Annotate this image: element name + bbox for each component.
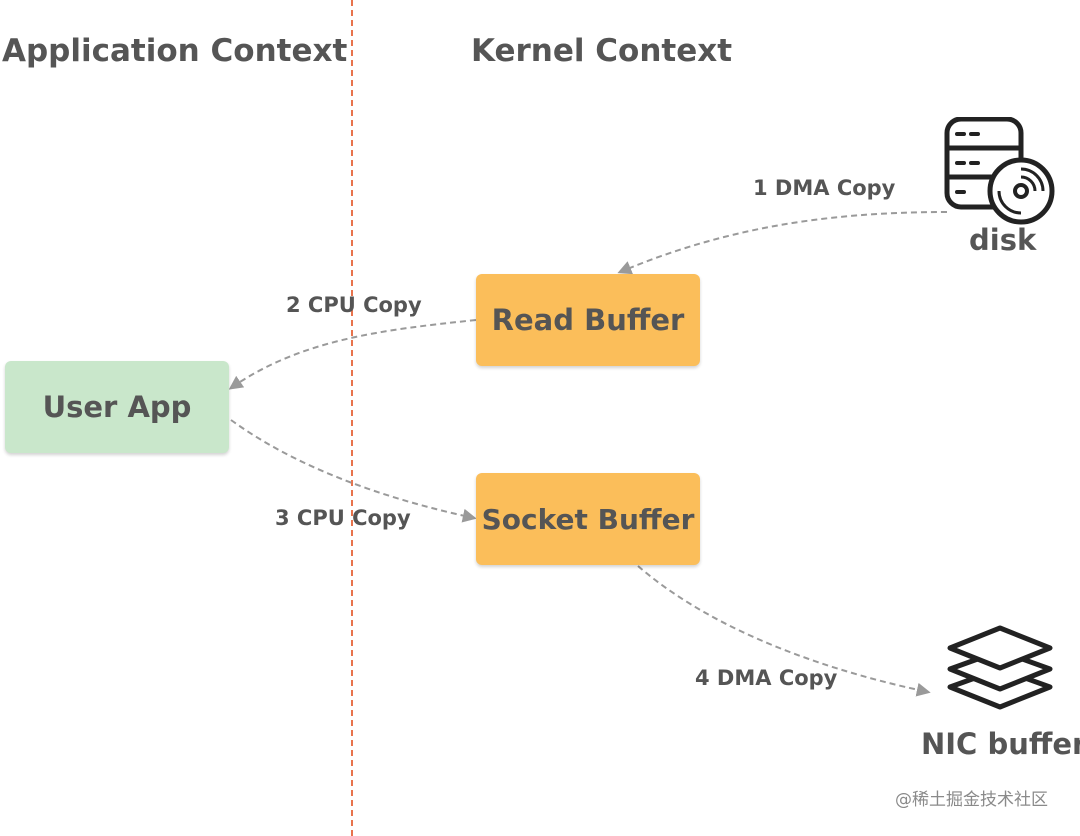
application-context-title: Application Context [2, 33, 348, 69]
arrow-read-buffer-to-user-app [228, 319, 477, 390]
edge-label-dma-copy-1: 1 DMA Copy [753, 176, 896, 200]
read-buffer-box: Read Buffer [476, 274, 700, 366]
kernel-context-title: Kernel Context [471, 33, 733, 69]
watermark: @稀土掘金技术社区 [895, 790, 1048, 810]
arrow-disk-to-read-buffer [617, 211, 948, 275]
arrow-user-app-to-socket-buffer [230, 419, 477, 523]
disk-label: disk [969, 223, 1037, 257]
context-divider [351, 0, 353, 836]
read-buffer-label: Read Buffer [491, 303, 685, 337]
arrow-socket-buffer-to-nic [637, 565, 931, 697]
socket-buffer-box: Socket Buffer [476, 473, 700, 565]
socket-buffer-label: Socket Buffer [481, 502, 695, 536]
edge-label-cpu-copy-2: 2 CPU Copy [286, 293, 422, 317]
database-disk-icon [944, 117, 1055, 225]
stacked-layers-icon [947, 625, 1053, 710]
edge-label-cpu-copy-3: 3 CPU Copy [275, 506, 411, 530]
user-app-box: User App [5, 361, 229, 453]
nic-buffer-label: NIC buffer [921, 727, 1080, 761]
user-app-label: User App [42, 390, 192, 424]
edge-label-dma-copy-4: 4 DMA Copy [695, 666, 838, 690]
